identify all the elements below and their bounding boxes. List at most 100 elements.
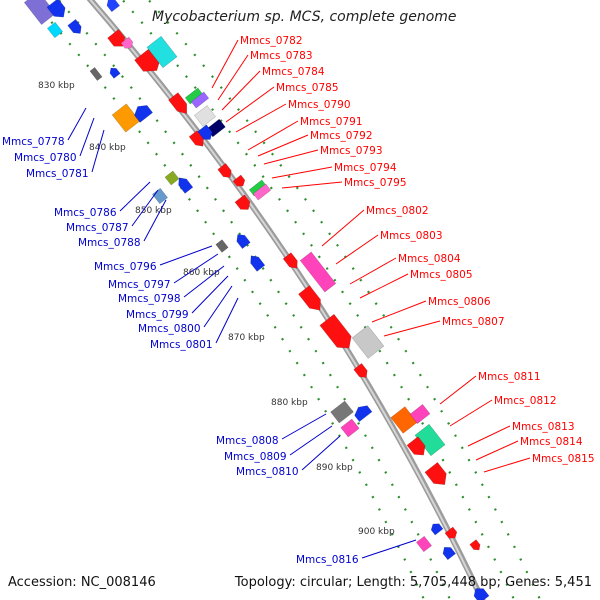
gene-label-forward[interactable]: Mmcs_0814 xyxy=(520,436,583,448)
gene-glyph xyxy=(330,400,354,424)
leader-line xyxy=(143,199,167,242)
gene-label-forward[interactable]: Mmcs_0806 xyxy=(428,296,491,308)
leader-line xyxy=(235,103,287,133)
leader-line xyxy=(483,457,531,473)
track-dotted-line xyxy=(31,0,426,600)
gene-glyph xyxy=(188,130,204,147)
leader-line xyxy=(371,300,427,323)
gene-label-forward[interactable]: Mmcs_0804 xyxy=(398,253,461,265)
gene-label-reverse[interactable]: Mmcs_0796 xyxy=(94,261,157,273)
gene-label-forward[interactable]: Mmcs_0805 xyxy=(410,269,473,281)
gene-label-reverse[interactable]: Mmcs_0797 xyxy=(108,279,171,291)
gene-glyph xyxy=(194,105,216,127)
leader-line xyxy=(119,181,151,212)
gene-glyph xyxy=(416,535,432,553)
gene-glyph xyxy=(406,436,426,456)
gene-label-reverse[interactable]: Mmcs_0780 xyxy=(14,152,77,164)
leader-line xyxy=(91,129,105,173)
gene-label-reverse[interactable]: Mmcs_0808 xyxy=(216,435,279,447)
gene-glyph xyxy=(146,35,178,69)
gene-label-forward[interactable]: Mmcs_0795 xyxy=(344,177,407,189)
gene-glyph xyxy=(354,405,373,423)
leader-line xyxy=(271,166,333,179)
gene-glyph xyxy=(46,0,66,18)
gene-glyph xyxy=(250,255,266,272)
gene-label-forward[interactable]: Mmcs_0793 xyxy=(320,145,383,157)
gene-glyph xyxy=(298,285,321,311)
gene-glyph xyxy=(215,239,229,253)
leader-line xyxy=(439,375,477,405)
gene-glyph xyxy=(134,105,153,123)
gene-glyph xyxy=(47,21,63,39)
gene-glyph xyxy=(217,163,232,178)
gene-glyph xyxy=(442,547,456,561)
leader-line xyxy=(475,440,519,461)
gene-glyph xyxy=(106,0,120,13)
gene-label-forward[interactable]: Mmcs_0791 xyxy=(300,116,363,128)
gene-label-forward[interactable]: Mmcs_0813 xyxy=(512,421,575,433)
gene-glyph xyxy=(234,194,251,210)
gene-label-reverse[interactable]: Mmcs_0799 xyxy=(126,309,189,321)
kbp-tick-label: 860 kbp xyxy=(183,268,220,278)
gene-label-reverse[interactable]: Mmcs_0801 xyxy=(150,339,213,351)
gene-label-forward[interactable]: Mmcs_0811 xyxy=(478,371,541,383)
leader-line xyxy=(217,54,249,101)
gene-label-forward[interactable]: Mmcs_0802 xyxy=(366,205,429,217)
gene-label-reverse[interactable]: Mmcs_0798 xyxy=(118,293,181,305)
leader-line xyxy=(173,253,219,284)
gene-glyph xyxy=(107,29,126,47)
gene-glyph xyxy=(168,92,188,114)
accession-text: Accession: NC_008146 xyxy=(8,575,156,590)
gene-label-forward[interactable]: Mmcs_0784 xyxy=(262,66,325,78)
gene-label-reverse[interactable]: Mmcs_0816 xyxy=(296,554,359,566)
gene-label-forward[interactable]: Mmcs_0803 xyxy=(380,230,443,242)
gene-label-reverse[interactable]: Mmcs_0809 xyxy=(224,451,287,463)
track-dotted-line xyxy=(57,0,452,600)
gene-glyph xyxy=(89,67,103,81)
gene-label-forward[interactable]: Mmcs_0815 xyxy=(532,453,595,465)
gene-label-reverse[interactable]: Mmcs_0787 xyxy=(66,222,129,234)
gene-glyph xyxy=(248,179,268,197)
gene-label-reverse[interactable]: Mmcs_0800 xyxy=(138,323,201,335)
kbp-tick-label: 890 kbp xyxy=(316,463,353,473)
gene-glyph xyxy=(424,462,447,485)
gene-label-forward[interactable]: Mmcs_0792 xyxy=(310,130,373,142)
gene-label-forward[interactable]: Mmcs_0785 xyxy=(276,82,339,94)
gene-label-forward[interactable]: Mmcs_0782 xyxy=(240,35,303,47)
gene-glyph xyxy=(120,36,134,49)
leader-line xyxy=(221,70,261,111)
leader-line xyxy=(79,117,95,157)
gene-label-reverse[interactable]: Mmcs_0781 xyxy=(26,168,89,180)
gene-label-reverse[interactable]: Mmcs_0788 xyxy=(78,237,141,249)
leader-line xyxy=(383,320,441,337)
gene-label-forward[interactable]: Mmcs_0783 xyxy=(250,50,313,62)
leader-line xyxy=(183,265,225,298)
leader-line xyxy=(159,245,213,266)
leader-line xyxy=(131,189,159,227)
genome-summary-text: Topology: circular; Length: 5,705,448 bp… xyxy=(234,575,592,590)
leader-line xyxy=(211,39,239,89)
gene-glyph xyxy=(178,177,194,194)
leader-line xyxy=(321,209,365,247)
leader-line xyxy=(263,149,319,165)
gene-label-forward[interactable]: Mmcs_0794 xyxy=(334,162,397,174)
kbp-tick-label: 870 kbp xyxy=(228,333,265,343)
leader-line xyxy=(257,134,309,157)
leader-line xyxy=(301,435,341,471)
gene-label-forward[interactable]: Mmcs_0790 xyxy=(288,99,351,111)
leader-line xyxy=(225,86,275,123)
gene-glyph xyxy=(353,363,368,378)
gene-glyphs xyxy=(23,0,490,600)
gene-label-reverse[interactable]: Mmcs_0778 xyxy=(2,136,65,148)
gene-label-forward[interactable]: Mmcs_0807 xyxy=(442,316,505,328)
label-leader-lines xyxy=(67,39,531,559)
gene-glyph xyxy=(282,252,298,269)
gene-glyph xyxy=(469,539,481,551)
leader-line xyxy=(281,181,343,189)
gene-glyph xyxy=(232,174,246,187)
gene-label-reverse[interactable]: Mmcs_0810 xyxy=(236,466,299,478)
gene-label-forward[interactable]: Mmcs_0812 xyxy=(494,395,557,407)
gene-label-reverse[interactable]: Mmcs_0786 xyxy=(54,207,117,219)
leader-line xyxy=(349,257,397,285)
